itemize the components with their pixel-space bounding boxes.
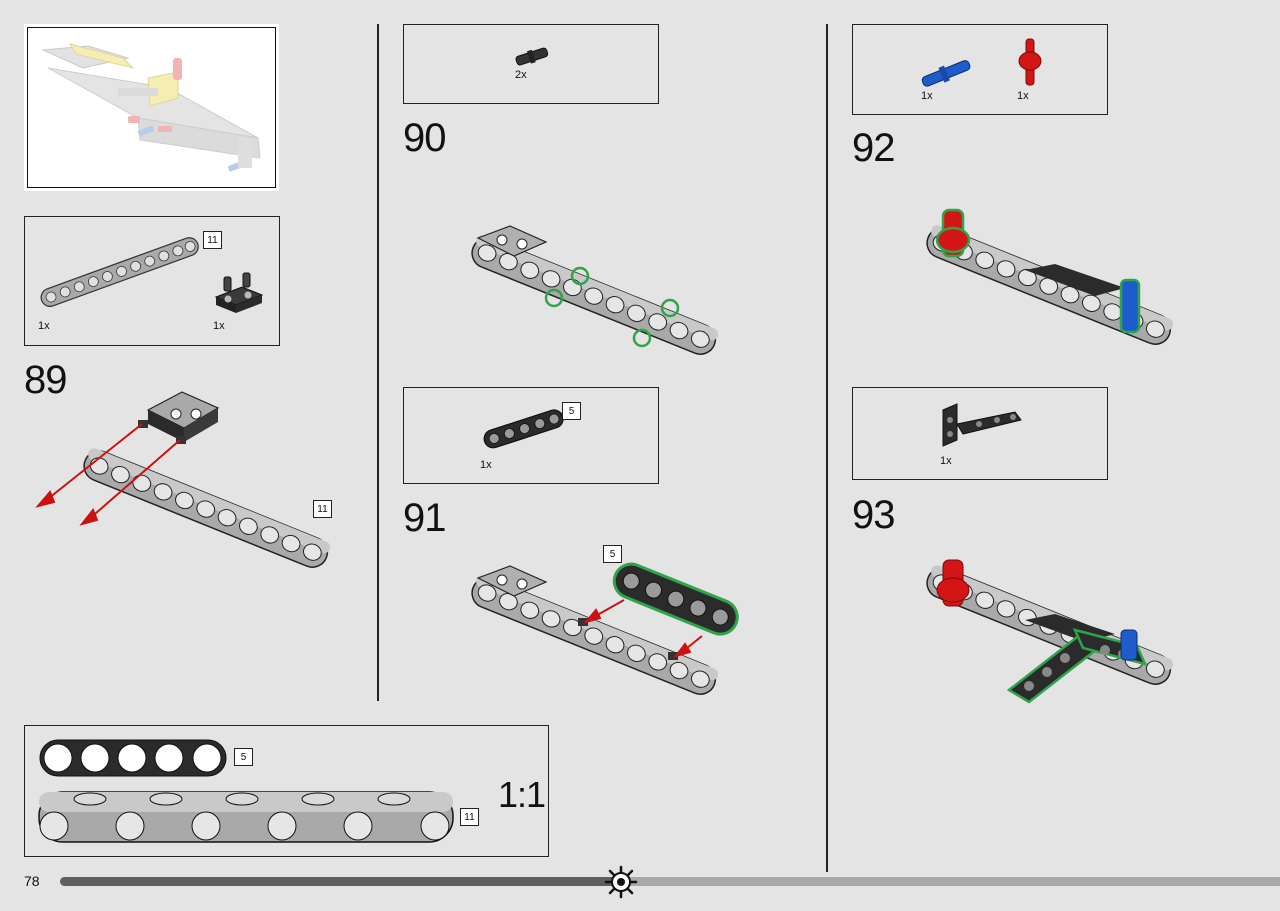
step-number: 90 [403, 116, 446, 160]
black-angled-beam-icon [942, 403, 1022, 447]
beam-length-tag: 11 [313, 500, 332, 518]
step-90-assembly-illustration [471, 225, 719, 355]
model-preview-thumbnail [24, 24, 279, 191]
scale-ratio-label: 1:1 [498, 774, 546, 815]
column-divider [377, 24, 379, 701]
beam-length-tag: 11 [460, 808, 479, 826]
parts-callout-step-93: 1x [852, 387, 1108, 480]
scale-reference-box: 5 11 1:1 [24, 725, 549, 857]
beam-length-tag: 11 [203, 231, 222, 249]
column-divider [826, 24, 828, 872]
beam-length-tag: 5 [234, 748, 253, 766]
step-89-assembly-illustration [35, 391, 331, 568]
part-quantity: 1x [940, 455, 952, 467]
red-connector-icon [1018, 38, 1042, 86]
parts-callout-step-90: 2x [403, 24, 659, 104]
step-number: 92 [852, 126, 895, 170]
black-pin-connector-icon [214, 272, 264, 313]
step-91-assembly-illustration [471, 562, 739, 695]
step-93-assembly-illustration [926, 559, 1174, 704]
beam-11-scale-image [38, 791, 454, 843]
step-number: 89 [24, 358, 67, 402]
step-number: 93 [852, 493, 895, 537]
parts-callout-step-89: 11 1x 1x [24, 216, 280, 346]
page-number: 78 [24, 873, 40, 889]
step-92-assembly-illustration [926, 208, 1174, 345]
part-quantity: 1x [1017, 90, 1029, 102]
parts-callout-step-91: 5 1x [403, 387, 659, 484]
beam-length-tag: 5 [603, 545, 622, 563]
parts-callout-step-92: 1x 1x [852, 24, 1108, 115]
model-preview-image [41, 43, 261, 172]
black-friction-pin-icon [515, 47, 549, 66]
black-beam-5-icon [483, 409, 564, 449]
part-quantity: 1x [480, 459, 492, 471]
part-quantity: 2x [515, 69, 527, 81]
light-gray-beam-11-icon [40, 237, 199, 307]
part-quantity: 1x [213, 320, 225, 332]
beam-5-scale-image [39, 739, 227, 777]
gear-icon [604, 865, 638, 899]
blue-axle-pin-icon [921, 60, 971, 87]
progress-bar [60, 877, 1280, 886]
step-number: 91 [403, 496, 446, 540]
beam-length-tag: 5 [562, 402, 581, 420]
part-quantity: 1x [921, 90, 933, 102]
part-quantity: 1x [38, 320, 50, 332]
progress-bar-fill [60, 877, 622, 886]
